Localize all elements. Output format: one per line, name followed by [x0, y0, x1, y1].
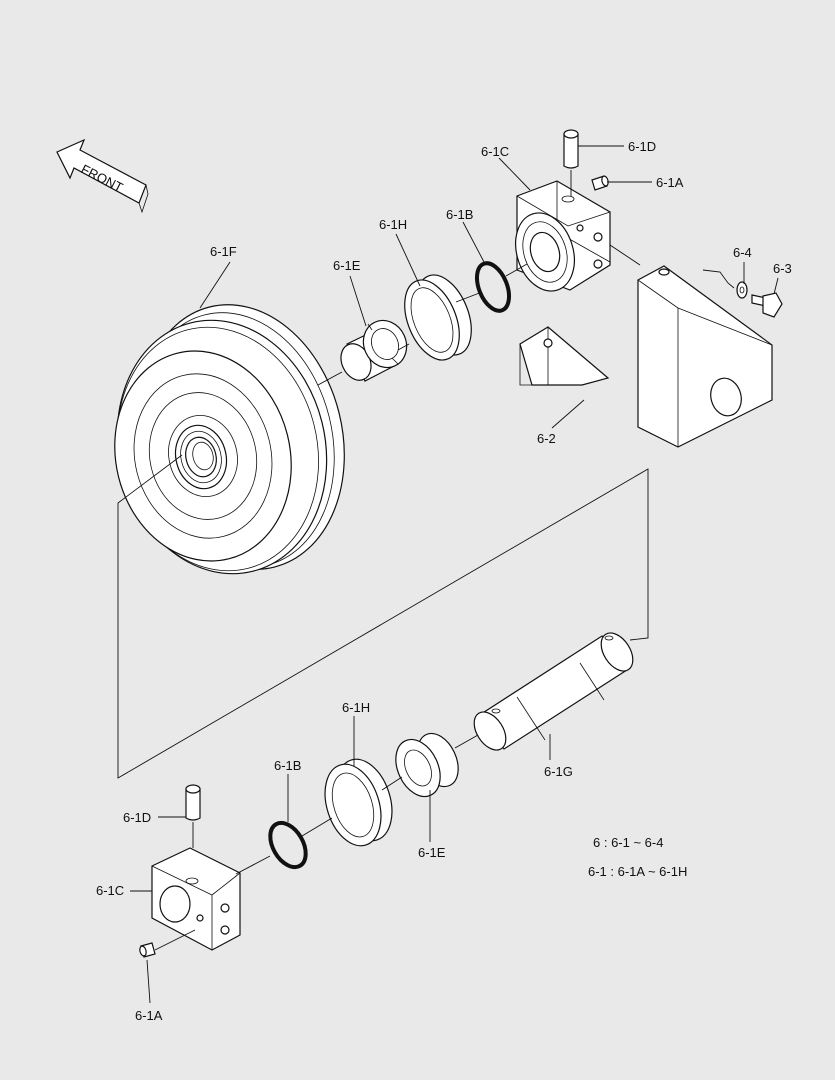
seal-ring-top [404, 274, 472, 361]
idler-bracket [519, 265, 773, 448]
callout-labels: 6-1D 6-1A 6-1C 6-1B 6-1H 6-1E 6-1F 6-4 6… [96, 139, 792, 1023]
callout-seal-ring-bottom: 6-1H [342, 700, 370, 715]
note-line-2: 6-1 : 6-1A ~ 6-1H [588, 864, 687, 879]
set-screw-top [591, 175, 609, 191]
bolt [751, 292, 783, 318]
callout-o-ring-top: 6-1B [446, 207, 473, 222]
callout-bushing-top: 6-1E [333, 258, 361, 273]
parts-notes: 6 : 6-1 ~ 6-4 6-1 : 6-1A ~ 6-1H [588, 835, 687, 879]
callout-set-screw-bottom: 6-1A [135, 1008, 163, 1023]
idler-shaft [473, 632, 634, 751]
callout-bracket: 6-2 [537, 431, 556, 446]
callout-o-ring-bottom: 6-1B [274, 758, 301, 773]
callout-seal-ring-top: 6-1H [379, 217, 407, 232]
washer [736, 281, 748, 299]
bushing-top [340, 319, 408, 382]
note-line-1: 6 : 6-1 ~ 6-4 [593, 835, 663, 850]
callout-bolt: 6-3 [773, 261, 792, 276]
o-ring-bottom [268, 820, 308, 870]
callout-idler-wheel: 6-1F [210, 244, 237, 259]
seal-ring-bottom [324, 758, 393, 847]
callout-shaft: 6-1G [544, 764, 573, 779]
callout-bearing-block-bottom: 6-1C [96, 883, 124, 898]
callout-set-screw-top: 6-1A [656, 175, 684, 190]
bearing-block-top [515, 180, 611, 292]
callout-leaders [130, 145, 779, 1004]
bearing-block-bottom [151, 847, 241, 951]
pin-bottom [185, 784, 201, 821]
bushing-bottom [395, 732, 459, 798]
idler-wheel [114, 304, 345, 575]
callout-bushing-bottom: 6-1E [418, 845, 446, 860]
callout-pin-top: 6-1D [628, 139, 656, 154]
front-arrow: FRONT [56, 138, 149, 214]
callout-bearing-block-top: 6-1C [481, 144, 509, 159]
assembly-lines [117, 170, 735, 951]
callout-pin-bottom: 6-1D [123, 810, 151, 825]
o-ring-top [474, 261, 512, 313]
set-screw-bottom [139, 942, 156, 958]
pin-top [563, 129, 579, 169]
callout-washer: 6-4 [733, 245, 752, 260]
